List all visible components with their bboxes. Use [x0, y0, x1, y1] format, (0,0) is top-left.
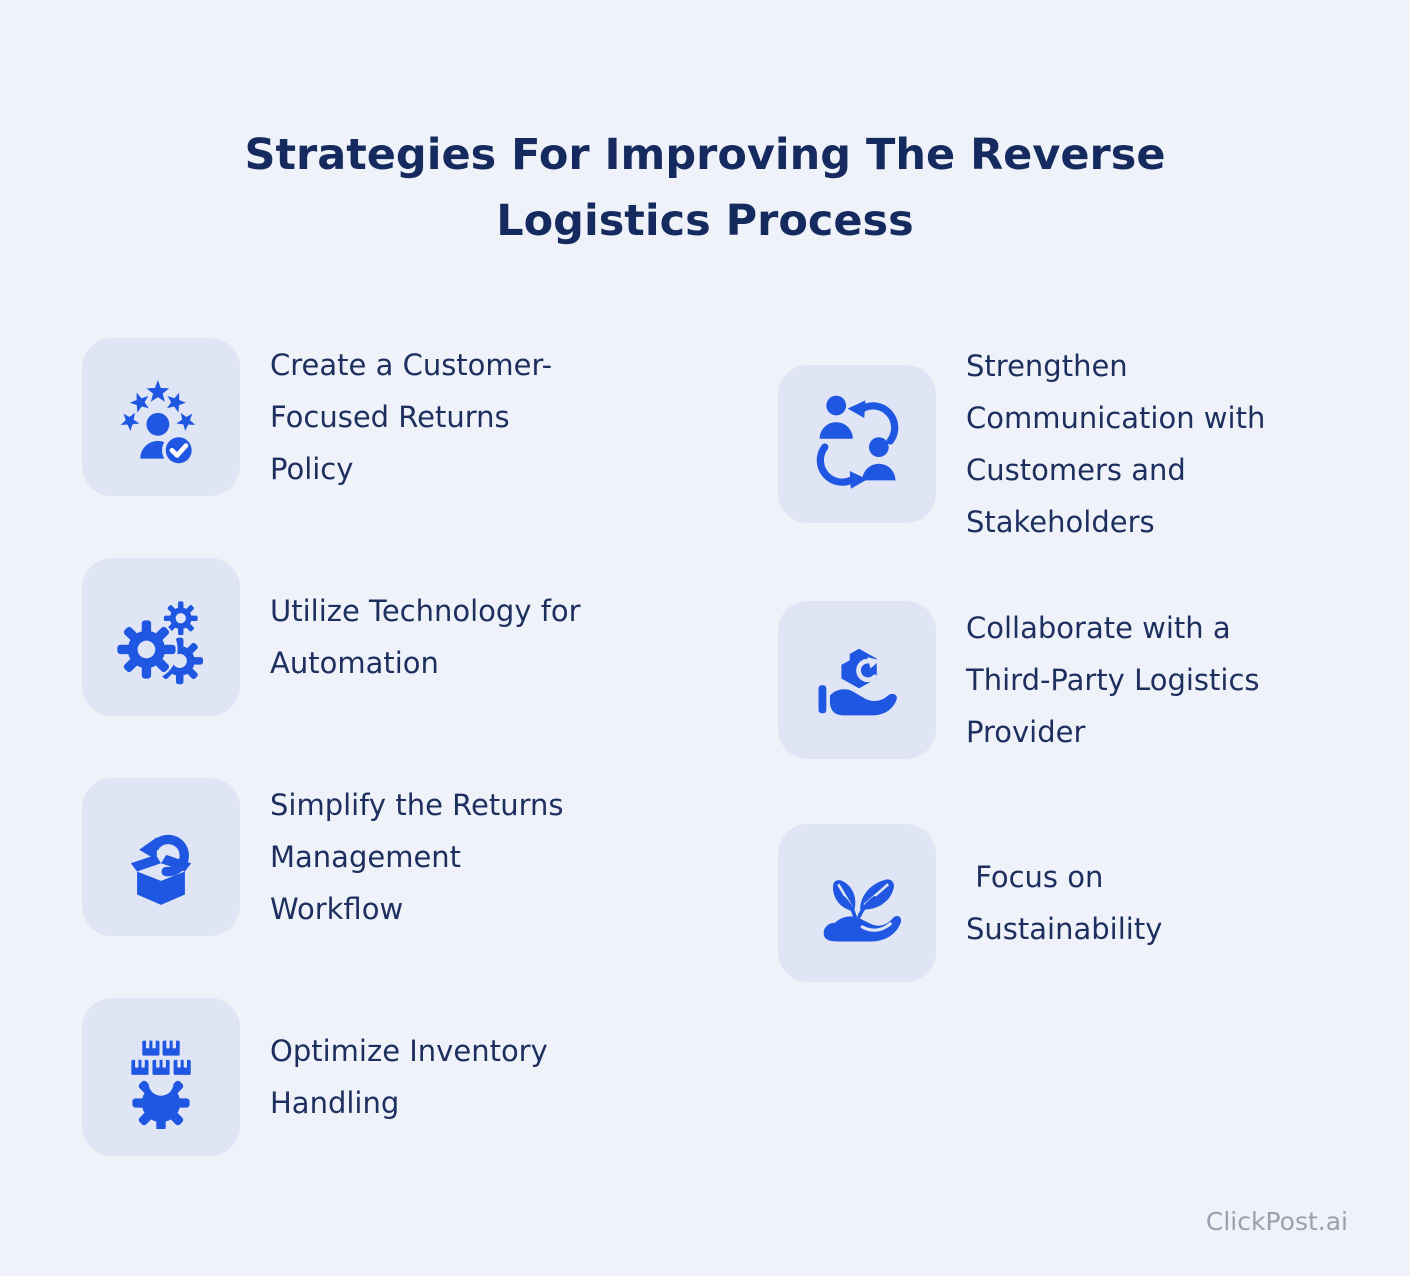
icon-tile [778, 824, 936, 982]
icon-tile [778, 365, 936, 523]
icon-tile [82, 338, 240, 496]
strategy-item-returns-workflow: Simplify the Returns Management Workflow [82, 778, 563, 936]
brand-watermark: ClickPost.ai [1205, 1207, 1348, 1236]
hand-holding-leaves-icon [823, 879, 902, 942]
icon-tile [82, 778, 240, 936]
inventory-boxes-gear-icon [131, 1040, 191, 1129]
strategy-item-inventory: Optimize Inventory Handling [82, 998, 548, 1156]
hand-holding-box-icon [818, 648, 897, 716]
strategy-label: Collaborate with a Third-Party Logistics… [966, 611, 1260, 749]
return-box-arrow-icon [130, 834, 192, 905]
gears-icon [115, 601, 205, 686]
customer-stars-check-icon [116, 380, 200, 467]
strategy-label: Create a Customer- Focused Returns Polic… [270, 348, 553, 486]
icon-tile [82, 558, 240, 716]
strategy-label: Optimize Inventory Handling [270, 1034, 548, 1120]
people-exchange-icon [816, 395, 899, 489]
strategy-item-technology: Utilize Technology for Automation [82, 558, 581, 716]
icon-tile [82, 998, 240, 1156]
strategy-item-returns-policy: Create a Customer- Focused Returns Polic… [82, 338, 552, 496]
strategy-label: Focus on Sustainability [966, 860, 1163, 946]
page-title: Strategies For Improving The Reverse Log… [244, 130, 1166, 246]
strategy-label: Utilize Technology for Automation [270, 594, 581, 680]
strategy-label: Strengthen Communication with Customers … [966, 349, 1266, 539]
strategy-label: Simplify the Returns Management Workflow [270, 788, 564, 926]
strategy-item-sustainability: Focus on Sustainability [778, 824, 1162, 982]
strategy-item-3pl: Collaborate with a Third-Party Logistics… [778, 601, 1260, 759]
icon-tile [778, 601, 936, 759]
strategy-item-communication: Strengthen Communication with Customers … [778, 340, 1265, 548]
